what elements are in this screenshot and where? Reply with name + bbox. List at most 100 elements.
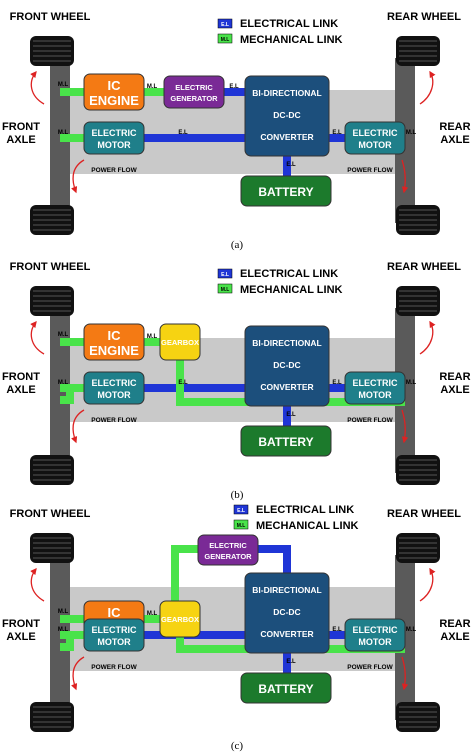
legend-el-chip-text: E.L bbox=[221, 22, 229, 28]
ic-engine-label: IC bbox=[108, 78, 122, 93]
ic-engine-box bbox=[83, 73, 145, 111]
el-label-battery: E.L bbox=[286, 162, 296, 168]
el-label-rear-motor: E.L bbox=[332, 130, 342, 136]
power-flow-arrow bbox=[30, 567, 45, 602]
el-label-front-motor: E.L bbox=[178, 130, 188, 136]
power-flow-arrow bbox=[71, 656, 85, 691]
ml-label-rear-motor: M.L bbox=[406, 130, 417, 136]
converter-label: BI-DIRECTIONAL bbox=[252, 88, 321, 98]
front-axle-label: FRONT bbox=[2, 618, 40, 630]
power-flow-arrow bbox=[30, 320, 45, 355]
rear-wheel-bottom bbox=[396, 455, 440, 485]
power-flow-rear-label: POWER FLOW bbox=[347, 417, 393, 424]
rear-wheel-bottom bbox=[396, 205, 440, 235]
rear-wheel-label: REAR WHEEL bbox=[387, 508, 461, 520]
rear-axle-label: REAR bbox=[439, 121, 470, 133]
legend-el-chip bbox=[233, 504, 249, 515]
front-axle-label: AXLE bbox=[6, 134, 35, 146]
el-label-rear-motor: E.L bbox=[332, 627, 342, 633]
battery-box bbox=[240, 672, 332, 704]
front-electric-motor-box bbox=[83, 371, 145, 405]
rear-motor-label: MOTOR bbox=[358, 637, 392, 647]
rear-motor-label: ELECTRIC bbox=[353, 128, 399, 138]
rear-motor-label: MOTOR bbox=[358, 390, 392, 400]
ic-engine-label: IC bbox=[108, 328, 122, 343]
power-flow-arrow bbox=[419, 567, 436, 602]
front-motor-label: MOTOR bbox=[97, 637, 131, 647]
front-wheel-top bbox=[30, 533, 74, 563]
converter-label: BI-DIRECTIONAL bbox=[252, 585, 321, 595]
legend-ml-text: MECHANICAL LINK bbox=[240, 284, 343, 296]
rear-electric-motor-box bbox=[344, 618, 406, 652]
power-flow-arrow bbox=[419, 70, 436, 105]
legend-el-chip-text: E.L bbox=[221, 272, 229, 278]
legend-ml-chip-text: M.L bbox=[237, 523, 246, 529]
ic-engine-label: ENGINE bbox=[89, 343, 139, 358]
power-flow-rear-label: POWER FLOW bbox=[347, 664, 393, 671]
ml-label-engine: M.L bbox=[58, 332, 69, 338]
front-axle-label: AXLE bbox=[6, 631, 35, 643]
converter-label: CONVERTER bbox=[260, 382, 313, 392]
front-wheel-label: FRONT WHEEL bbox=[10, 508, 91, 520]
gearbox-label: GEARBOX bbox=[161, 338, 199, 347]
ic-engine-label: IC bbox=[108, 605, 122, 620]
battery-box bbox=[240, 175, 332, 207]
legend-ml-chip bbox=[217, 33, 233, 44]
power-flow-front-label: POWER FLOW bbox=[91, 417, 137, 424]
electric-generator-label: GENERATOR bbox=[170, 94, 218, 103]
rear-motor-label: ELECTRIC bbox=[353, 378, 399, 388]
power-flow-front-label: POWER FLOW bbox=[91, 664, 137, 671]
front-wheel-label: FRONT WHEEL bbox=[10, 11, 91, 23]
front-motor-label: MOTOR bbox=[97, 390, 131, 400]
ic-engine-label: ENGINE bbox=[89, 93, 139, 108]
legend-el-chip bbox=[217, 18, 233, 29]
rear-wheel-label: REAR WHEEL bbox=[387, 261, 461, 273]
converter-label: CONVERTER bbox=[260, 629, 313, 639]
converter-label: BI-DIRECTIONAL bbox=[252, 338, 321, 348]
power-flow-front-label: POWER FLOW bbox=[91, 167, 137, 174]
front-motor-label: ELECTRIC bbox=[92, 128, 138, 138]
el-label-front-motor: E.L bbox=[178, 380, 188, 386]
front-axle-label: AXLE bbox=[6, 384, 35, 396]
rear-axle-label: AXLE bbox=[440, 384, 469, 396]
dc-dc-converter-box bbox=[244, 325, 330, 407]
legend-ml-text: MECHANICAL LINK bbox=[256, 520, 359, 532]
ml-label-engine: M.L bbox=[58, 82, 69, 88]
ml-label-gearbox: M.L bbox=[147, 611, 158, 617]
panel-caption: (b) bbox=[231, 489, 244, 501]
ml-front-lower bbox=[60, 388, 74, 404]
el-label-generator: E.L bbox=[229, 84, 239, 90]
el-generator-converter bbox=[258, 545, 291, 573]
rear-axle-label: AXLE bbox=[440, 134, 469, 146]
front-wheel-top bbox=[30, 36, 74, 66]
rear-wheel-top bbox=[396, 36, 440, 66]
rear-wheel-top bbox=[396, 286, 440, 316]
legend-el-chip bbox=[217, 268, 233, 279]
battery-label: BATTERY bbox=[258, 185, 313, 199]
panel-caption: (c) bbox=[231, 740, 244, 752]
ml-gearbox-generator bbox=[171, 545, 198, 601]
electric-generator-box bbox=[197, 534, 259, 566]
legend-el-text: ELECTRICAL LINK bbox=[240, 18, 338, 30]
rear-wheel-top bbox=[396, 533, 440, 563]
front-axle-label: FRONT bbox=[2, 371, 40, 383]
front-motor-label: ELECTRIC bbox=[92, 625, 138, 635]
rear-motor-label: MOTOR bbox=[358, 140, 392, 150]
ml-front-lower bbox=[60, 635, 74, 651]
gearbox-label: GEARBOX bbox=[161, 615, 199, 624]
rear-electric-motor-box bbox=[344, 371, 406, 405]
rear-axle-label: AXLE bbox=[440, 631, 469, 643]
converter-label: DC-DC bbox=[273, 110, 300, 120]
electric-generator-label: ELECTRIC bbox=[175, 83, 213, 92]
rear-axle-label: REAR bbox=[439, 618, 470, 630]
legend-el-text: ELECTRICAL LINK bbox=[240, 268, 338, 280]
rear-wheel-bottom bbox=[396, 702, 440, 732]
ml-label-front-motor: M.L bbox=[58, 627, 69, 633]
ic-engine-box bbox=[83, 323, 145, 361]
ml-label-front-motor: M.L bbox=[58, 380, 69, 386]
ml-gearbox-rear-axle bbox=[176, 360, 405, 406]
power-flow-arrow bbox=[401, 409, 409, 444]
front-wheel-bottom bbox=[30, 702, 74, 732]
